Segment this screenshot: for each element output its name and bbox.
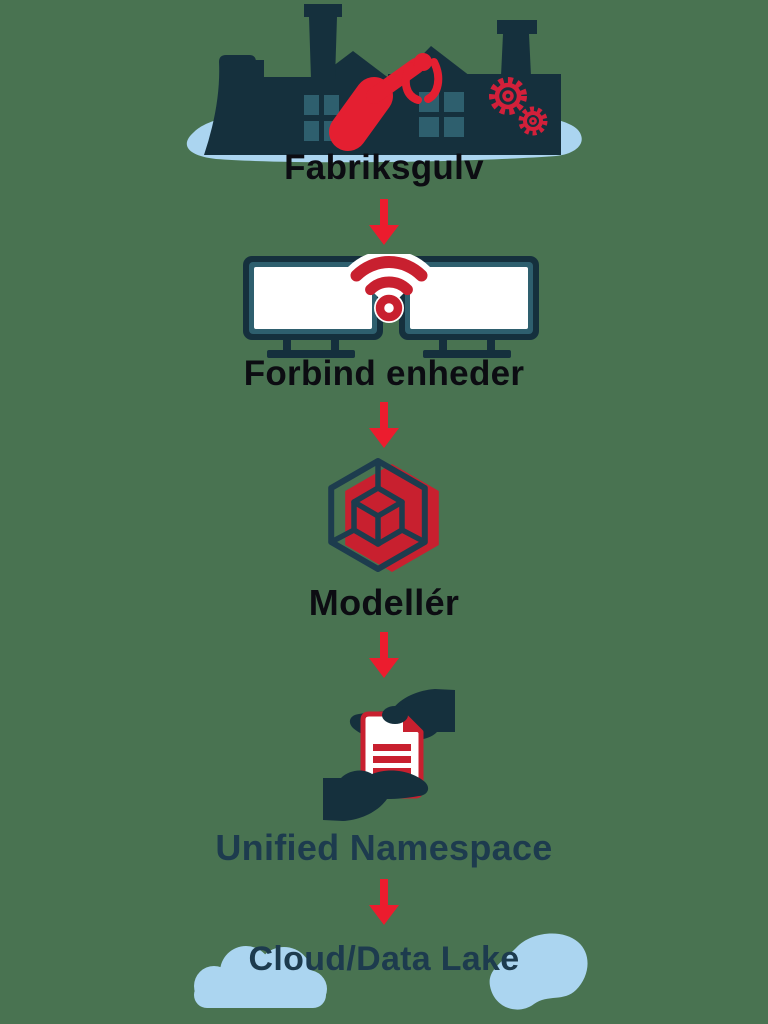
step-label-unified-namespace: Unified Namespace	[215, 827, 553, 868]
monitor-right	[399, 256, 539, 358]
down-arrow-icon	[369, 402, 399, 448]
step-label-cloud-data-lake: Cloud/Data Lake	[248, 940, 520, 978]
hands-document-icon	[323, 689, 455, 821]
factory-icon	[186, 4, 582, 163]
cloud-icon	[194, 946, 327, 1008]
cloud-blob-icon	[489, 933, 588, 1010]
step-label-fabriksgulv: Fabriksgulv	[284, 148, 484, 187]
step-label-forbind-enheder: Forbind enheder	[243, 354, 525, 393]
down-arrow-icon	[369, 879, 399, 925]
step-label-modeller: Modellér	[308, 582, 460, 623]
robot-arm-icon	[329, 53, 443, 151]
down-arrow-icon	[369, 632, 399, 678]
hand-bottom	[323, 770, 429, 821]
wifi-icon	[348, 254, 430, 323]
hexagon-cube-icon	[328, 458, 439, 572]
gears-icon	[489, 77, 548, 136]
monitors-wifi-icon	[243, 254, 539, 358]
down-arrow-icon	[369, 199, 399, 245]
monitor-left	[243, 256, 383, 358]
